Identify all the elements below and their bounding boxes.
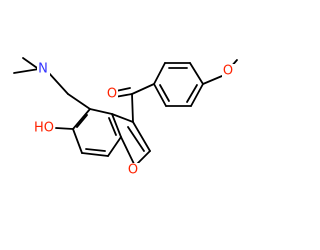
bond-c5-c6 [72,128,83,154]
bond-ar-c4-c5-inner [186,84,198,103]
bond-carbonyl-aryl [131,83,155,95]
bond-n-methyl-left [13,68,40,74]
bond-o1-c7a [120,136,136,167]
bond-c2-o1 [135,150,151,166]
furan-oxygen-label: O [128,163,138,178]
bond-methylene-c4 [67,93,91,110]
bond-ar-c6-c1-inner [159,84,170,102]
amine-label-bg [37,62,50,76]
chemical-structure-diagram: N O O HO O [13,57,238,178]
bond-c7-c7a [107,136,122,157]
hydroxy-label-bg [33,121,55,135]
methoxy-label-bg [222,64,235,78]
bond-c3-c2-inner [127,126,145,152]
bond-c3a-c4 [89,108,113,115]
methoxy-oxygen-label: O [223,64,233,79]
bond-c3-c2 [132,121,151,152]
carbonyl-label-bg [106,87,118,101]
bond-c3-carbonyl [131,93,134,123]
bond-c6-c7 [81,152,109,157]
bond-ar-c6-c1 [153,83,167,107]
hydroxy-label: HO [34,121,54,136]
carbonyl-oxygen-label: O [107,87,117,102]
amine-nitrogen-label: N [38,62,48,77]
bond-c7a-c3a [111,113,122,138]
bond-carbonyl-double-b [115,87,131,92]
bond-c7a-c3a-inner [108,117,117,136]
bond-ar-c3-c4 [189,62,204,85]
bond-n-methylene [47,71,69,95]
bond-c5-oh [55,127,74,130]
bond-c3a-c3 [111,113,134,123]
bond-c6-c7-inner [85,148,106,152]
bond-c4-c5 [72,108,91,130]
bond-ar-c4-c5 [190,83,204,107]
bond-ar-c1-c2 [153,62,166,85]
furan-label-bg [127,163,140,177]
bond-ar-methoxy-o [202,75,223,85]
bond-c4-c5-inner [76,114,88,128]
